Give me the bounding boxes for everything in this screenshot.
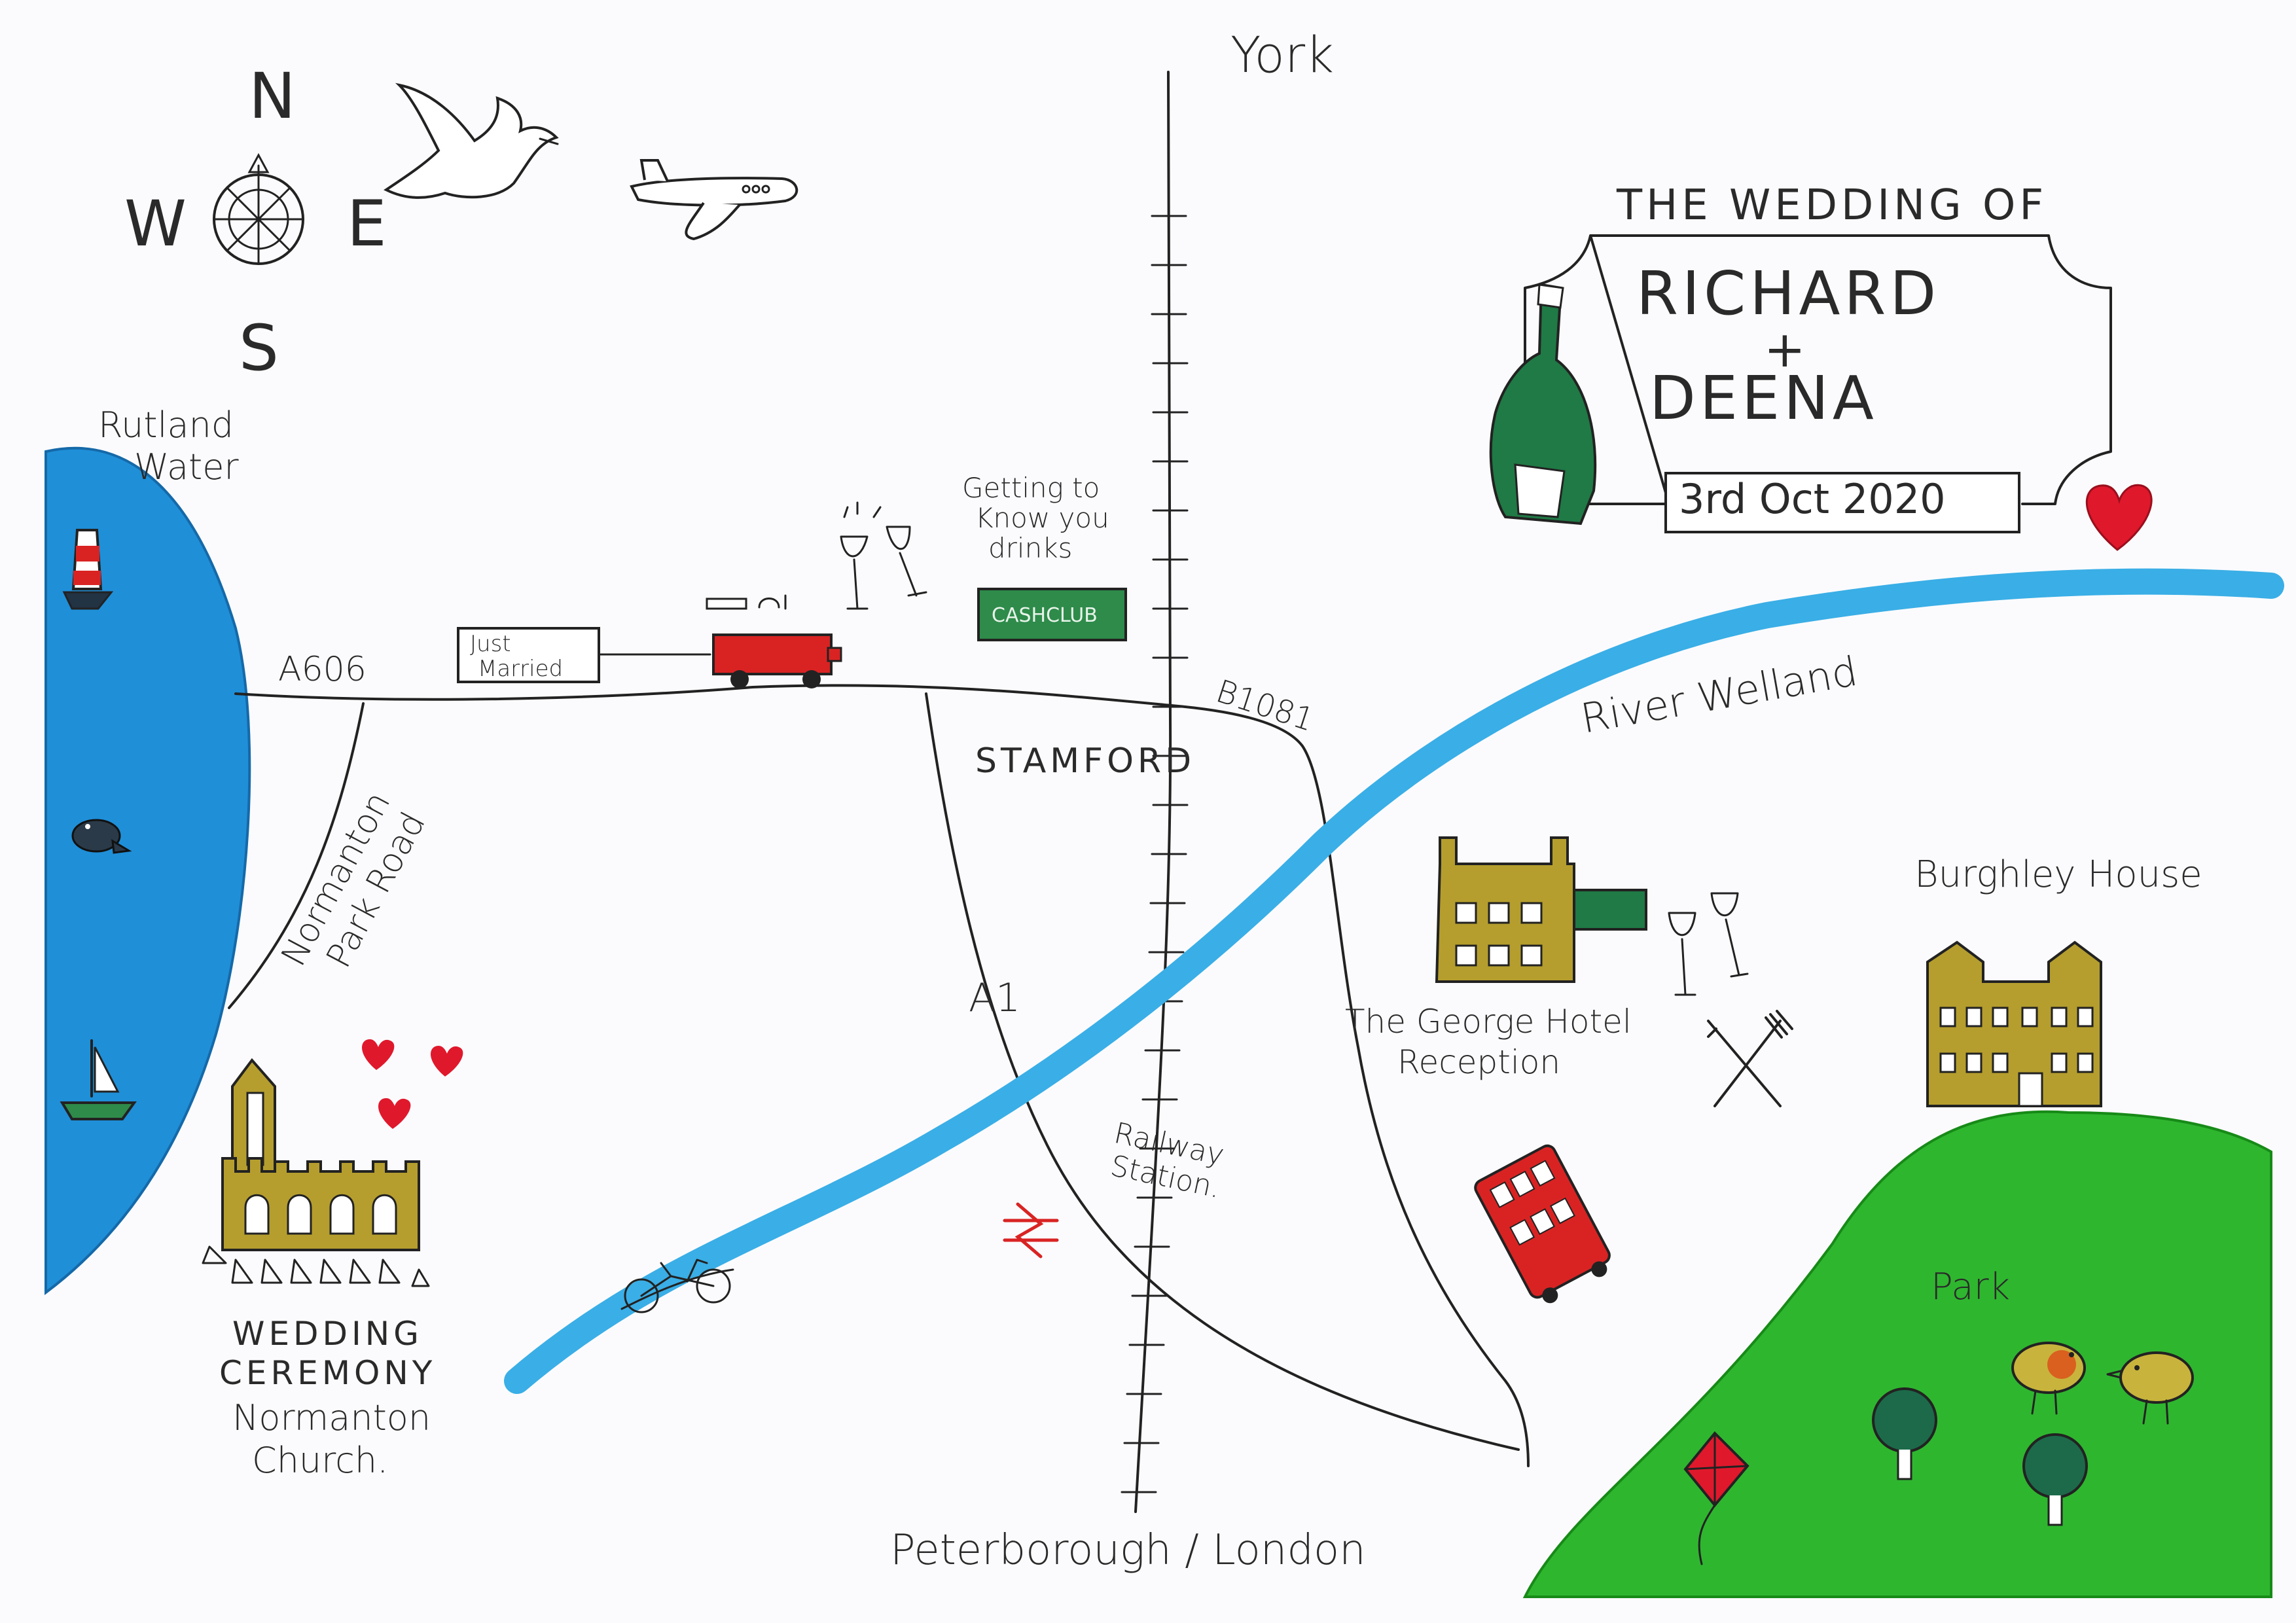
tree-icon <box>2022 1433 2088 1526</box>
bride-name: DEENA <box>1649 363 1878 433</box>
cutlery-icon <box>1707 1010 1793 1107</box>
drinks-label-line3: drinks <box>988 532 1072 564</box>
road-b1081 <box>1170 704 1530 1467</box>
sailboat-icon <box>60 1039 137 1120</box>
just-married-line2: Married <box>478 656 563 682</box>
tree-icon <box>1872 1387 1937 1480</box>
york-label: York <box>1230 26 1334 84</box>
river-welland <box>504 568 2284 1394</box>
car-icon <box>706 594 842 688</box>
just-married-line1: Just <box>470 631 511 657</box>
wedding-title-card: THE WEDDING OF RICHARD + DEENA 3rd Oct 2… <box>1524 181 2112 533</box>
plus-sign: + <box>1764 320 1806 378</box>
just-married-text: Just Married <box>470 631 563 682</box>
cashclub-text: CASHCLUB <box>992 604 1098 627</box>
road-a606 <box>234 684 1173 707</box>
seal-icon <box>71 819 132 854</box>
dove-icon <box>384 82 559 199</box>
rail-ticks <box>1121 215 1189 1493</box>
ceremony-place-line2: Church. <box>252 1440 388 1481</box>
george-hotel-line1: The George Hotel <box>1345 1003 1632 1041</box>
road-normanton-park-label: Normanton Park Road <box>274 776 439 992</box>
bird-icon <box>2011 1342 2086 1415</box>
road-b1081-label: B1081 <box>1211 673 1318 739</box>
church-icon <box>202 1058 430 1287</box>
compass-rose-icon <box>213 152 304 265</box>
george-hotel-line2: Reception <box>1397 1043 1560 1081</box>
champagne-glasses-icon <box>1668 892 1749 996</box>
hotel-icon <box>1435 836 1647 983</box>
lighthouse-icon <box>62 529 114 610</box>
groom-name: RICHARD <box>1636 259 1940 329</box>
peterborough-london-label: Peterborough / London <box>890 1526 1366 1575</box>
heart-icon <box>431 1046 463 1077</box>
drinks-label: Getting to Know you drinks <box>962 472 1118 564</box>
drinks-label-line1: Getting to <box>962 472 1100 504</box>
compass-north: N <box>249 60 296 133</box>
roads <box>228 684 1530 1467</box>
wedding-heading: THE WEDDING OF <box>1616 181 2047 230</box>
bird-icon <box>2106 1351 2194 1425</box>
rutland-water-label-line1: Rutland <box>98 404 234 446</box>
george-hotel-label: The George Hotel Reception <box>1345 1003 1642 1081</box>
bicycle-icon <box>620 1258 734 1313</box>
kite-icon <box>1683 1431 1749 1565</box>
rutland-water-label: Rutland Water <box>98 404 245 488</box>
rail-symbol-icon <box>1003 1202 1059 1258</box>
ceremony-title-line2: CEREMONY <box>219 1354 436 1392</box>
date-box <box>1664 472 2020 533</box>
heart-icon <box>378 1098 411 1129</box>
railway-line <box>1121 71 1189 1513</box>
burghley-house-label: Burghley House <box>1914 853 2202 896</box>
heart-icon <box>362 1039 395 1070</box>
stamford-label: STAMFORD <box>975 741 1195 781</box>
compass-east: E <box>347 187 387 260</box>
ceremony-place-line1: Normanton <box>232 1397 431 1438</box>
ceremony-title-line1: WEDDING <box>232 1315 423 1353</box>
airplane-icon <box>630 159 798 241</box>
bus-icon <box>1474 1144 1611 1304</box>
champagne-glasses-icon <box>840 501 927 610</box>
rutland-water-label-line2: Water <box>134 446 239 488</box>
road-a606-label: A606 <box>278 650 367 689</box>
compass-south: S <box>239 312 279 385</box>
just-married-sign: Just Married <box>457 627 711 683</box>
road-a1 <box>925 692 1520 1451</box>
road-a1-label: A1 <box>969 975 1020 1021</box>
heart-icon <box>2085 484 2153 551</box>
cashclub-sign: CASHCLUB <box>977 588 1127 641</box>
park-label: Park <box>1931 1266 2010 1308</box>
champagne-bottle-icon <box>1489 283 1597 526</box>
drinks-label-line2: Know you <box>975 502 1109 534</box>
compass-west: W <box>124 187 187 260</box>
road-normanton-park <box>228 702 365 1009</box>
wedding-date: 3rd Oct 2020 <box>1679 475 1946 523</box>
burghley-house-icon <box>1926 940 2102 1107</box>
railway-station-label: Railway Station. <box>1104 1116 1236 1206</box>
